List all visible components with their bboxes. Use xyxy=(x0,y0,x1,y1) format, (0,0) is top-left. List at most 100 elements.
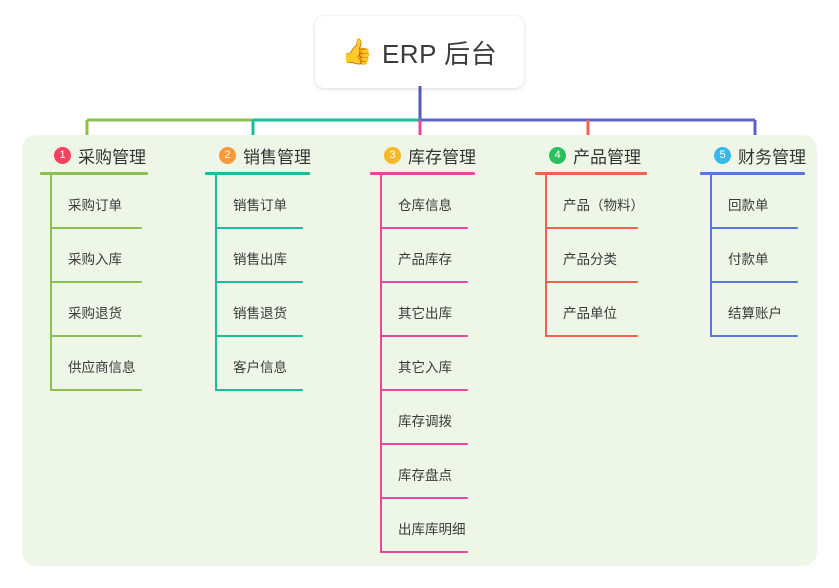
column-spine-3 xyxy=(380,175,382,553)
leaf-node[interactable]: 产品单位 xyxy=(545,283,653,337)
leaf-label: 采购订单 xyxy=(68,198,122,213)
leaf-label: 销售订单 xyxy=(233,198,287,213)
leaf-node[interactable]: 回款单 xyxy=(710,175,812,229)
leaf-label: 库存盘点 xyxy=(398,468,452,483)
leaf-label: 库存调拨 xyxy=(398,414,452,429)
leaf-list-3: 仓库信息产品库存其它出库其它入库库存调拨库存盘点出库库明细 xyxy=(370,175,482,553)
column-4: 4 产品管理产品（物料） 产品分类产品单位 xyxy=(535,142,653,337)
leaf-rule xyxy=(50,227,142,229)
leaf-label: 供应商信息 xyxy=(68,360,136,375)
root-title: ERP 后台 xyxy=(381,38,498,69)
column-title-3: 库存管理 xyxy=(408,147,476,167)
leaf-rule xyxy=(215,335,303,337)
leaf-label: 销售退货 xyxy=(233,306,287,321)
leaf-rule xyxy=(50,335,142,337)
leaf-node[interactable]: 付款单 xyxy=(710,229,812,283)
leaf-label: 产品（物料） xyxy=(563,198,644,213)
leaf-node[interactable]: 产品（物料） xyxy=(545,175,653,229)
leaf-label: 付款单 xyxy=(728,252,769,267)
leaf-label: 其它出库 xyxy=(398,306,452,321)
leaf-node[interactable]: 销售退货 xyxy=(215,283,317,337)
leaf-node[interactable]: 客户信息 xyxy=(215,337,317,391)
leaf-node[interactable]: 其它入库 xyxy=(380,337,482,391)
leaf-rule xyxy=(215,389,303,391)
leaf-node[interactable]: 仓库信息 xyxy=(380,175,482,229)
leaf-node[interactable]: 其它出库 xyxy=(380,283,482,337)
column-header-rule-5 xyxy=(700,172,805,175)
leaf-rule xyxy=(545,281,638,283)
leaf-node[interactable]: 采购退货 xyxy=(50,283,158,337)
column-title-5: 财务管理 xyxy=(738,147,806,167)
leaf-rule xyxy=(215,281,303,283)
column-header-rule-2 xyxy=(205,172,310,175)
leaf-list-5: 回款单付款单结算账户 xyxy=(700,175,812,337)
leaf-label: 销售出库 xyxy=(233,252,287,267)
column-2: 2 销售管理销售订单销售出库销售退货客户信息 xyxy=(205,142,317,391)
leaf-rule xyxy=(710,281,798,283)
leaf-label: 产品分类 xyxy=(563,252,617,267)
leaf-node[interactable]: 销售订单 xyxy=(215,175,317,229)
column-header-1[interactable]: 1 采购管理 xyxy=(40,142,158,168)
leaf-label: 采购入库 xyxy=(68,252,122,267)
leaf-label: 回款单 xyxy=(728,198,769,213)
column-header-rule-4 xyxy=(535,172,647,175)
leaf-rule xyxy=(50,389,142,391)
leaf-rule xyxy=(50,281,142,283)
leaf-label: 客户信息 xyxy=(233,360,287,375)
diagram-panel xyxy=(22,135,817,566)
column-header-rule-1 xyxy=(40,172,148,175)
leaf-rule xyxy=(380,551,468,553)
leaf-rule xyxy=(710,227,798,229)
leaf-label: 产品单位 xyxy=(563,306,617,321)
column-badge-5: 5 xyxy=(714,146,731,164)
leaf-node[interactable]: 出库库明细 xyxy=(380,499,482,553)
column-badge-1: 1 xyxy=(54,146,71,164)
leaf-label: 出库库明细 xyxy=(398,522,466,537)
leaf-rule xyxy=(380,389,468,391)
column-badge-4: 4 xyxy=(549,146,566,164)
column-badge-2: 2 xyxy=(219,146,236,164)
column-title-4: 产品管理 xyxy=(573,147,641,167)
leaf-rule xyxy=(545,335,638,337)
leaf-rule xyxy=(215,227,303,229)
leaf-list-2: 销售订单销售出库销售退货客户信息 xyxy=(205,175,317,391)
leaf-rule xyxy=(380,227,468,229)
thumbs-up-icon: 👍 xyxy=(341,37,373,66)
leaf-node[interactable]: 产品库存 xyxy=(380,229,482,283)
leaf-label: 结算账户 xyxy=(728,306,782,321)
column-header-rule-3 xyxy=(370,172,475,175)
column-spine-2 xyxy=(215,175,217,391)
column-spine-1 xyxy=(50,175,52,391)
leaf-list-4: 产品（物料） 产品分类产品单位 xyxy=(535,175,653,337)
column-title-2: 销售管理 xyxy=(243,147,311,167)
leaf-node[interactable]: 库存盘点 xyxy=(380,445,482,499)
leaf-node[interactable]: 销售出库 xyxy=(215,229,317,283)
leaf-list-1: 采购订单采购入库采购退货供应商信息 xyxy=(40,175,158,391)
leaf-rule xyxy=(545,227,638,229)
leaf-label: 仓库信息 xyxy=(398,198,452,213)
column-title-1: 采购管理 xyxy=(78,147,146,167)
leaf-node[interactable]: 结算账户 xyxy=(710,283,812,337)
column-header-5[interactable]: 5 财务管理 xyxy=(700,142,812,168)
leaf-label: 产品库存 xyxy=(398,252,452,267)
column-spine-5 xyxy=(710,175,712,337)
leaf-node[interactable]: 库存调拨 xyxy=(380,391,482,445)
column-1: 1 采购管理采购订单采购入库采购退货供应商信息 xyxy=(40,142,158,391)
column-5: 5 财务管理回款单付款单结算账户 xyxy=(700,142,812,337)
leaf-label: 采购退货 xyxy=(68,306,122,321)
column-3: 3 库存管理仓库信息产品库存其它出库其它入库库存调拨库存盘点出库库明细 xyxy=(370,142,482,553)
leaf-node[interactable]: 供应商信息 xyxy=(50,337,158,391)
leaf-rule xyxy=(380,443,468,445)
column-header-4[interactable]: 4 产品管理 xyxy=(535,142,653,168)
column-header-3[interactable]: 3 库存管理 xyxy=(370,142,482,168)
leaf-rule xyxy=(380,281,468,283)
column-badge-3: 3 xyxy=(384,146,401,164)
leaf-node[interactable]: 采购入库 xyxy=(50,229,158,283)
leaf-node[interactable]: 采购订单 xyxy=(50,175,158,229)
column-spine-4 xyxy=(545,175,547,337)
leaf-rule xyxy=(710,335,798,337)
leaf-rule xyxy=(380,335,468,337)
root-node[interactable]: 👍 ERP 后台 xyxy=(315,16,524,88)
leaf-node[interactable]: 产品分类 xyxy=(545,229,653,283)
column-header-2[interactable]: 2 销售管理 xyxy=(205,142,317,168)
